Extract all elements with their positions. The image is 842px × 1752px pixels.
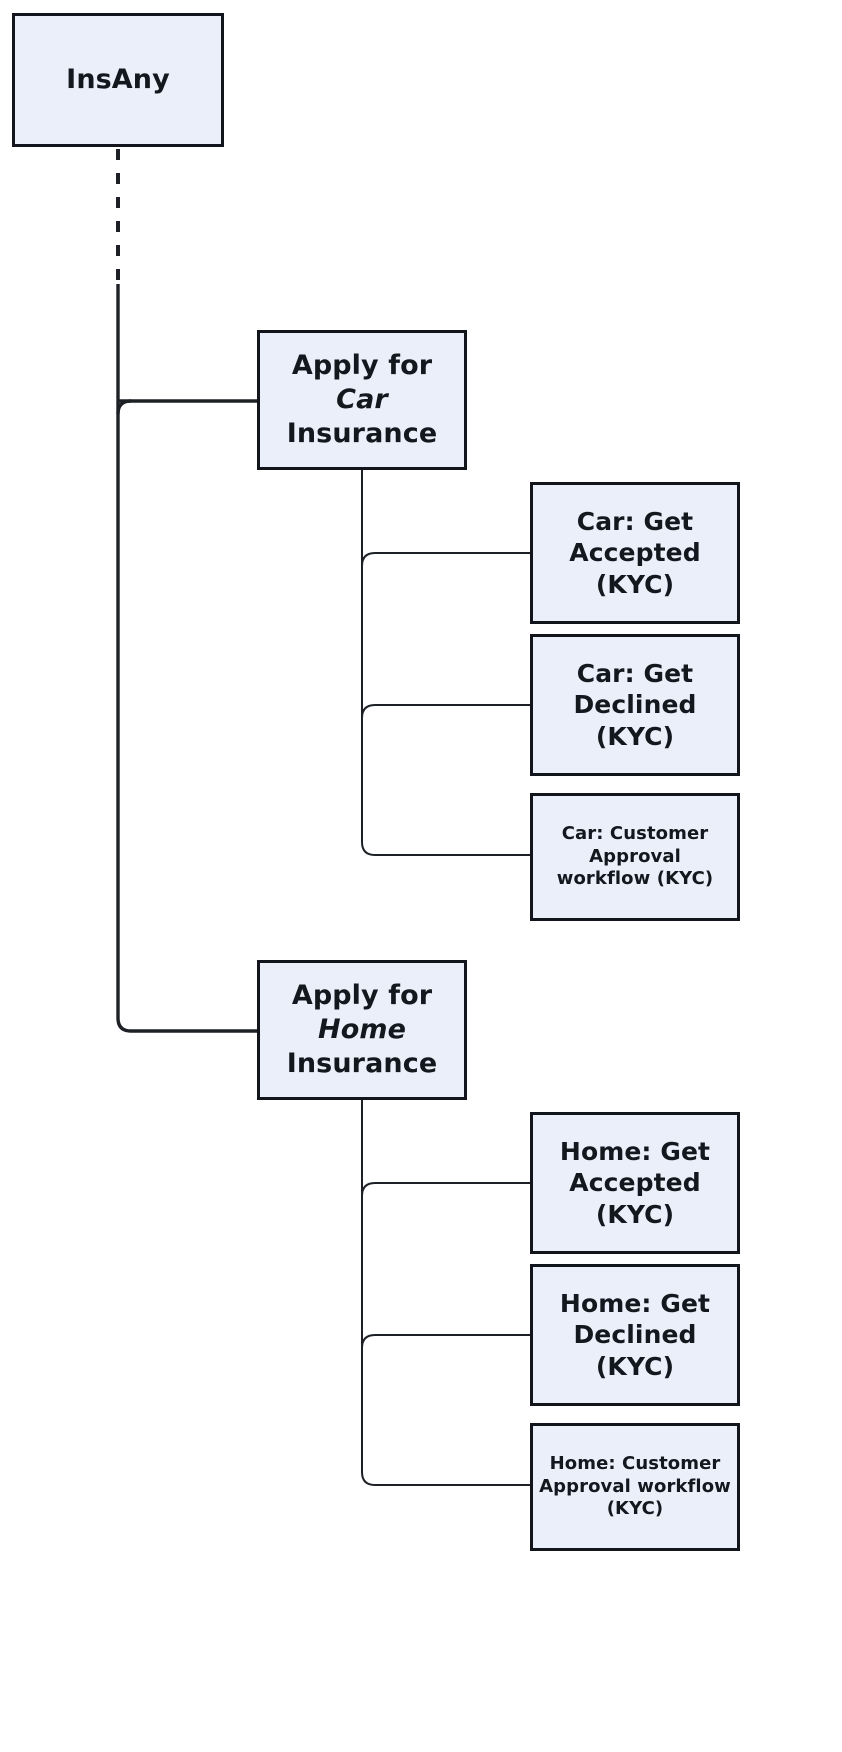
node-home-customer-approval-workflow[interactable]: Home: Customer Approval workflow (KYC)	[530, 1423, 740, 1551]
node-insany[interactable]: InsAny	[12, 13, 224, 147]
edge-car-to-declined	[361, 704, 530, 719]
node-home-get-accepted[interactable]: Home: Get Accepted (KYC)	[530, 1112, 740, 1254]
node-home-get-declined-label: Home: Get Declined (KYC)	[559, 1288, 711, 1381]
node-home-get-accepted-label: Home: Get Accepted (KYC)	[559, 1136, 711, 1229]
node-home-line3: Insurance	[286, 1048, 438, 1079]
edge-root-car-corner	[116, 399, 132, 415]
edge-root-trunk	[116, 284, 257, 1033]
node-car-get-declined[interactable]: Car: Get Declined (KYC)	[530, 634, 740, 776]
node-home-line1: Apply for	[291, 979, 433, 1011]
edge-home-trunk	[361, 1100, 530, 1486]
edge-home-to-declined	[361, 1334, 530, 1349]
node-car-line3: Insurance	[286, 418, 438, 449]
node-car-get-accepted-label: Car: Get Accepted (KYC)	[569, 506, 701, 599]
node-car-customer-approval-workflow-label: Car: Customer Approval workflow (KYC)	[556, 822, 714, 890]
node-car-line1: Apply for	[291, 349, 433, 381]
node-car-get-accepted[interactable]: Car: Get Accepted (KYC)	[530, 482, 740, 624]
edge-home-to-accepted	[361, 1182, 530, 1197]
node-car-get-declined-label: Car: Get Declined (KYC)	[573, 658, 697, 751]
node-insany-label: InsAny	[66, 63, 170, 95]
node-home-get-declined[interactable]: Home: Get Declined (KYC)	[530, 1264, 740, 1406]
node-home-customer-approval-workflow-label: Home: Customer Approval workflow (KYC)	[539, 1452, 731, 1520]
edge-car-to-accepted	[361, 552, 530, 567]
edge-car-trunk	[361, 470, 530, 856]
node-home-line2: Home	[318, 1013, 406, 1045]
node-car-customer-approval-workflow[interactable]: Car: Customer Approval workflow (KYC)	[530, 793, 740, 921]
node-car-line2: Car	[336, 383, 388, 415]
